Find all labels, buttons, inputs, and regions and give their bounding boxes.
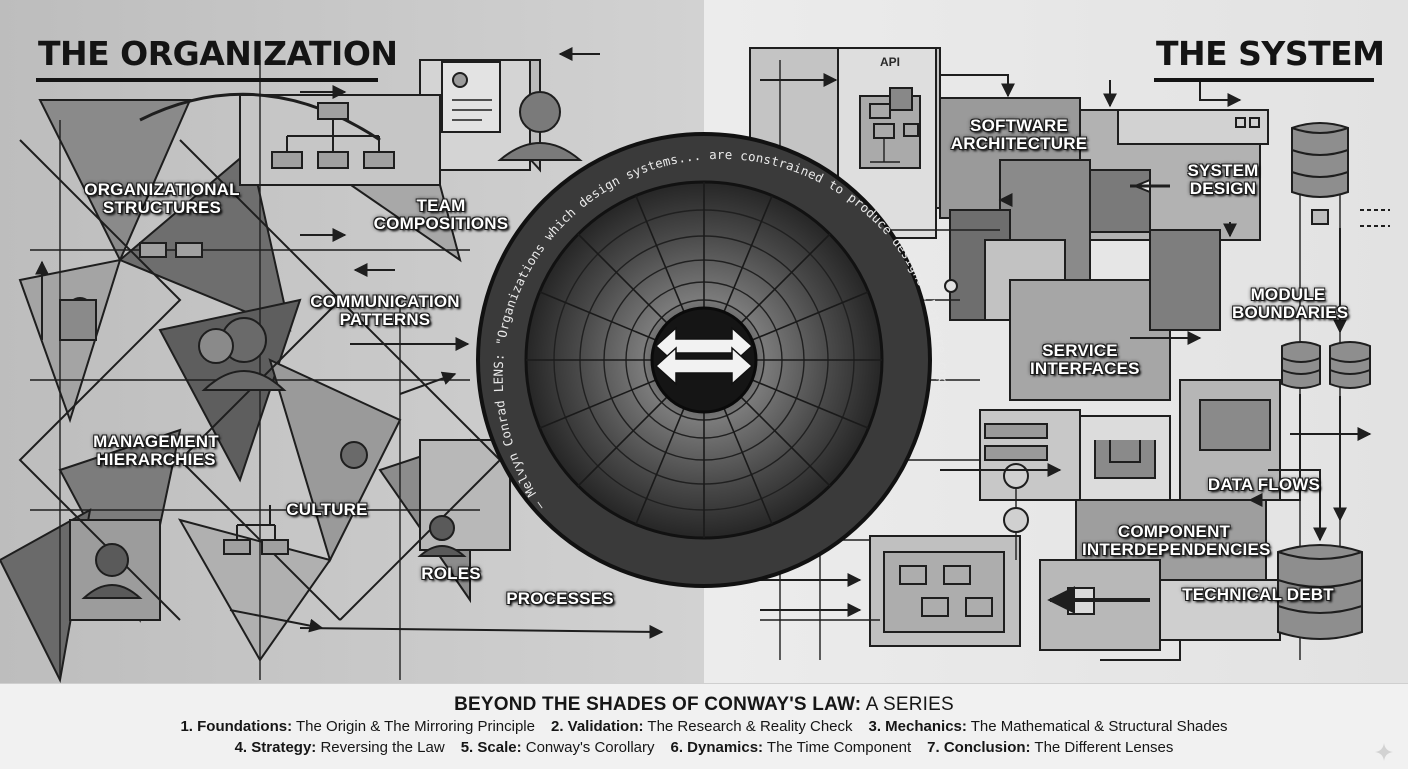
sparkle-icon bbox=[1375, 743, 1393, 761]
series-item-name: 3. Mechanics: bbox=[868, 718, 967, 735]
series-title: BEYOND THE SHADES OF CONWAY'S LAW: A SER… bbox=[0, 694, 1408, 716]
label-roles: ROLES bbox=[421, 564, 481, 583]
series-item-desc: The Origin & The Mirroring Principle bbox=[292, 718, 535, 735]
label-data-flows: DATA FLOWS bbox=[1207, 475, 1321, 494]
system-collage bbox=[749, 47, 1371, 660]
series-item: 4. Strategy: Reversing the Law bbox=[235, 739, 445, 756]
label-management-hierarchies: MANAGEMENT HIERARCHIES bbox=[93, 432, 219, 469]
label-culture: CULTURE bbox=[286, 500, 368, 519]
series-item: 2. Validation: The Research & Reality Ch… bbox=[551, 718, 853, 735]
label-communication-patterns: COMMUNICATION PATTERNS bbox=[310, 292, 460, 329]
api-label: API bbox=[879, 55, 900, 69]
label-processes: PROCESSES bbox=[506, 589, 614, 608]
series-row-2: 4. Strategy: Reversing the Law 5. Scale: … bbox=[0, 737, 1408, 758]
label-organizational-structures: ORGANIZATIONAL STRUCTURES bbox=[84, 180, 240, 217]
series-item: 7. Conclusion: The Different Lenses bbox=[927, 739, 1173, 756]
diagram-canvas: – Melvyn Conrad LENS: "Organizations whi… bbox=[0, 0, 1408, 683]
label-module-boundaries: MODULE BOUNDARIES bbox=[1232, 285, 1349, 322]
series-item-name: 6. Dynamics: bbox=[670, 739, 764, 756]
series-title-rest: A SERIES bbox=[861, 694, 954, 715]
series-item: 1. Foundations: The Origin & The Mirrori… bbox=[180, 718, 535, 735]
label-team-compositions: TEAM COMPOSITIONS bbox=[373, 196, 509, 233]
series-footer: BEYOND THE SHADES OF CONWAY'S LAW: A SER… bbox=[0, 683, 1408, 769]
series-item-name: 4. Strategy: bbox=[234, 739, 317, 756]
series-item: 6. Dynamics: The Time Component bbox=[670, 739, 911, 756]
series-row-1: 1. Foundations: The Origin & The Mirrori… bbox=[0, 716, 1408, 737]
series-item-desc: The Research & Reality Check bbox=[643, 718, 853, 735]
organization-header: THE ORGANIZATION bbox=[38, 34, 398, 73]
series-item-desc: Reversing the Law bbox=[316, 739, 445, 756]
organization-arrows bbox=[35, 47, 664, 639]
series-item-desc: Conway's Corollary bbox=[521, 739, 655, 756]
series-item-name: 7. Conclusion: bbox=[927, 739, 1031, 756]
label-service-interfaces: SERVICE INTERFACES bbox=[1030, 341, 1140, 378]
series-item: 3. Mechanics: The Mathematical & Structu… bbox=[869, 718, 1228, 735]
series-item-name: 1. Foundations: bbox=[180, 718, 293, 735]
system-header-underline bbox=[1154, 78, 1374, 82]
organization-header-underline bbox=[36, 78, 378, 82]
series-item-desc: The Time Component bbox=[763, 739, 912, 756]
organization-collage bbox=[0, 59, 583, 683]
label-component-interdependencies: COMPONENT INTERDEPENDENCIES bbox=[1082, 522, 1271, 559]
series-item-desc: The Different Lenses bbox=[1030, 739, 1174, 756]
series-item: 5. Scale: Conway's Corollary bbox=[461, 739, 655, 756]
label-system-design: SYSTEM DESIGN bbox=[1187, 161, 1259, 198]
bidirectional-arrow-icon bbox=[654, 326, 754, 386]
label-software-architecture: SOFTWARE ARCHITECTURE bbox=[950, 116, 1088, 153]
system-header: THE SYSTEM bbox=[1156, 34, 1385, 73]
series-title-bold: BEYOND THE SHADES OF CONWAY'S LAW: bbox=[454, 694, 862, 715]
system-arrows bbox=[760, 73, 1390, 661]
series-item-name: 5. Scale: bbox=[460, 739, 522, 756]
label-technical-debt: TECHNICAL DEBT bbox=[1182, 585, 1334, 604]
series-item-desc: The Mathematical & Structural Shades bbox=[966, 718, 1228, 735]
series-item-name: 2. Validation: bbox=[550, 718, 644, 735]
